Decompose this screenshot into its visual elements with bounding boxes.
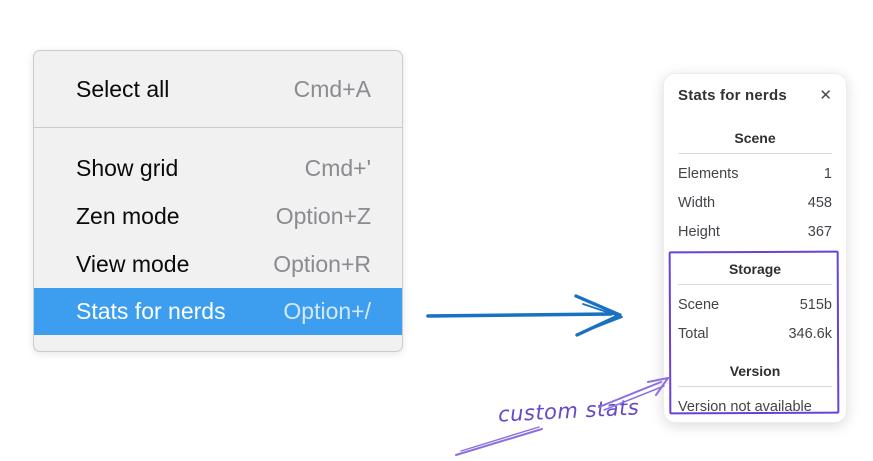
annotation-text: custom stats (497, 395, 640, 427)
section-heading-storage: Storage (728, 261, 782, 277)
stat-value: 367 (807, 224, 832, 240)
menu-item-stats-for-nerds[interactable]: Stats for nerds Option+/ (34, 288, 402, 335)
violet-leader-line (455, 426, 543, 456)
stat-label: Width (678, 195, 716, 211)
menu-item-shortcut: Option+R (273, 250, 371, 277)
section-heading-scene: Scene (734, 130, 776, 146)
menu-divider (34, 127, 402, 128)
menu-item-label: View mode (76, 250, 190, 277)
blue-arrow-right (426, 294, 623, 337)
stat-row-height: Height 367 (664, 218, 846, 247)
stat-label: Scene (678, 297, 720, 313)
menu-item-shortcut: Option+/ (283, 298, 371, 324)
close-icon[interactable]: ✕ (819, 87, 832, 104)
menu-item-label: Show grid (76, 154, 179, 181)
section-divider (678, 284, 832, 285)
stats-panel-header: Stats for nerds ✕ (664, 74, 846, 104)
section-divider (678, 386, 832, 387)
menu-item-view-mode[interactable]: View mode Option+R (34, 240, 402, 288)
stat-value: 458 (807, 195, 832, 211)
stat-value: 1 (823, 166, 832, 182)
menu-item-label: Stats for nerds (76, 298, 226, 324)
menu-item-shortcut: Cmd+A (293, 75, 371, 102)
menu-item-label: Zen mode (76, 202, 180, 229)
stat-value: 346.6k (788, 326, 832, 342)
stat-row-total-size: Total 346.6k (664, 320, 846, 349)
section-heading-version: Version (729, 363, 781, 379)
stat-row-width: Width 458 (664, 189, 846, 218)
stat-label: Total (678, 326, 709, 342)
menu-item-label: Select all (76, 75, 170, 102)
context-menu: Select all Cmd+A Show grid Cmd+' Zen mod… (33, 50, 403, 352)
stats-panel-title: Stats for nerds (678, 87, 787, 104)
menu-item-show-grid[interactable]: Show grid Cmd+' (34, 144, 402, 192)
stat-row-scene-size: Scene 515b (664, 291, 846, 320)
stat-label: Elements (678, 166, 739, 182)
version-note: Version not available (678, 399, 812, 415)
stat-label: Height (678, 224, 720, 240)
menu-item-select-all[interactable]: Select all Cmd+A (34, 65, 402, 113)
menu-item-zen-mode[interactable]: Zen mode Option+Z (34, 192, 402, 240)
stats-panel: Stats for nerds ✕ Scene Elements 1 Width… (663, 73, 847, 423)
stat-row-elements: Elements 1 (664, 160, 846, 189)
menu-item-shortcut: Cmd+' (304, 154, 371, 181)
section-divider (678, 153, 832, 154)
menu-item-shortcut: Option+Z (275, 202, 371, 229)
stat-value: 515b (799, 297, 832, 313)
